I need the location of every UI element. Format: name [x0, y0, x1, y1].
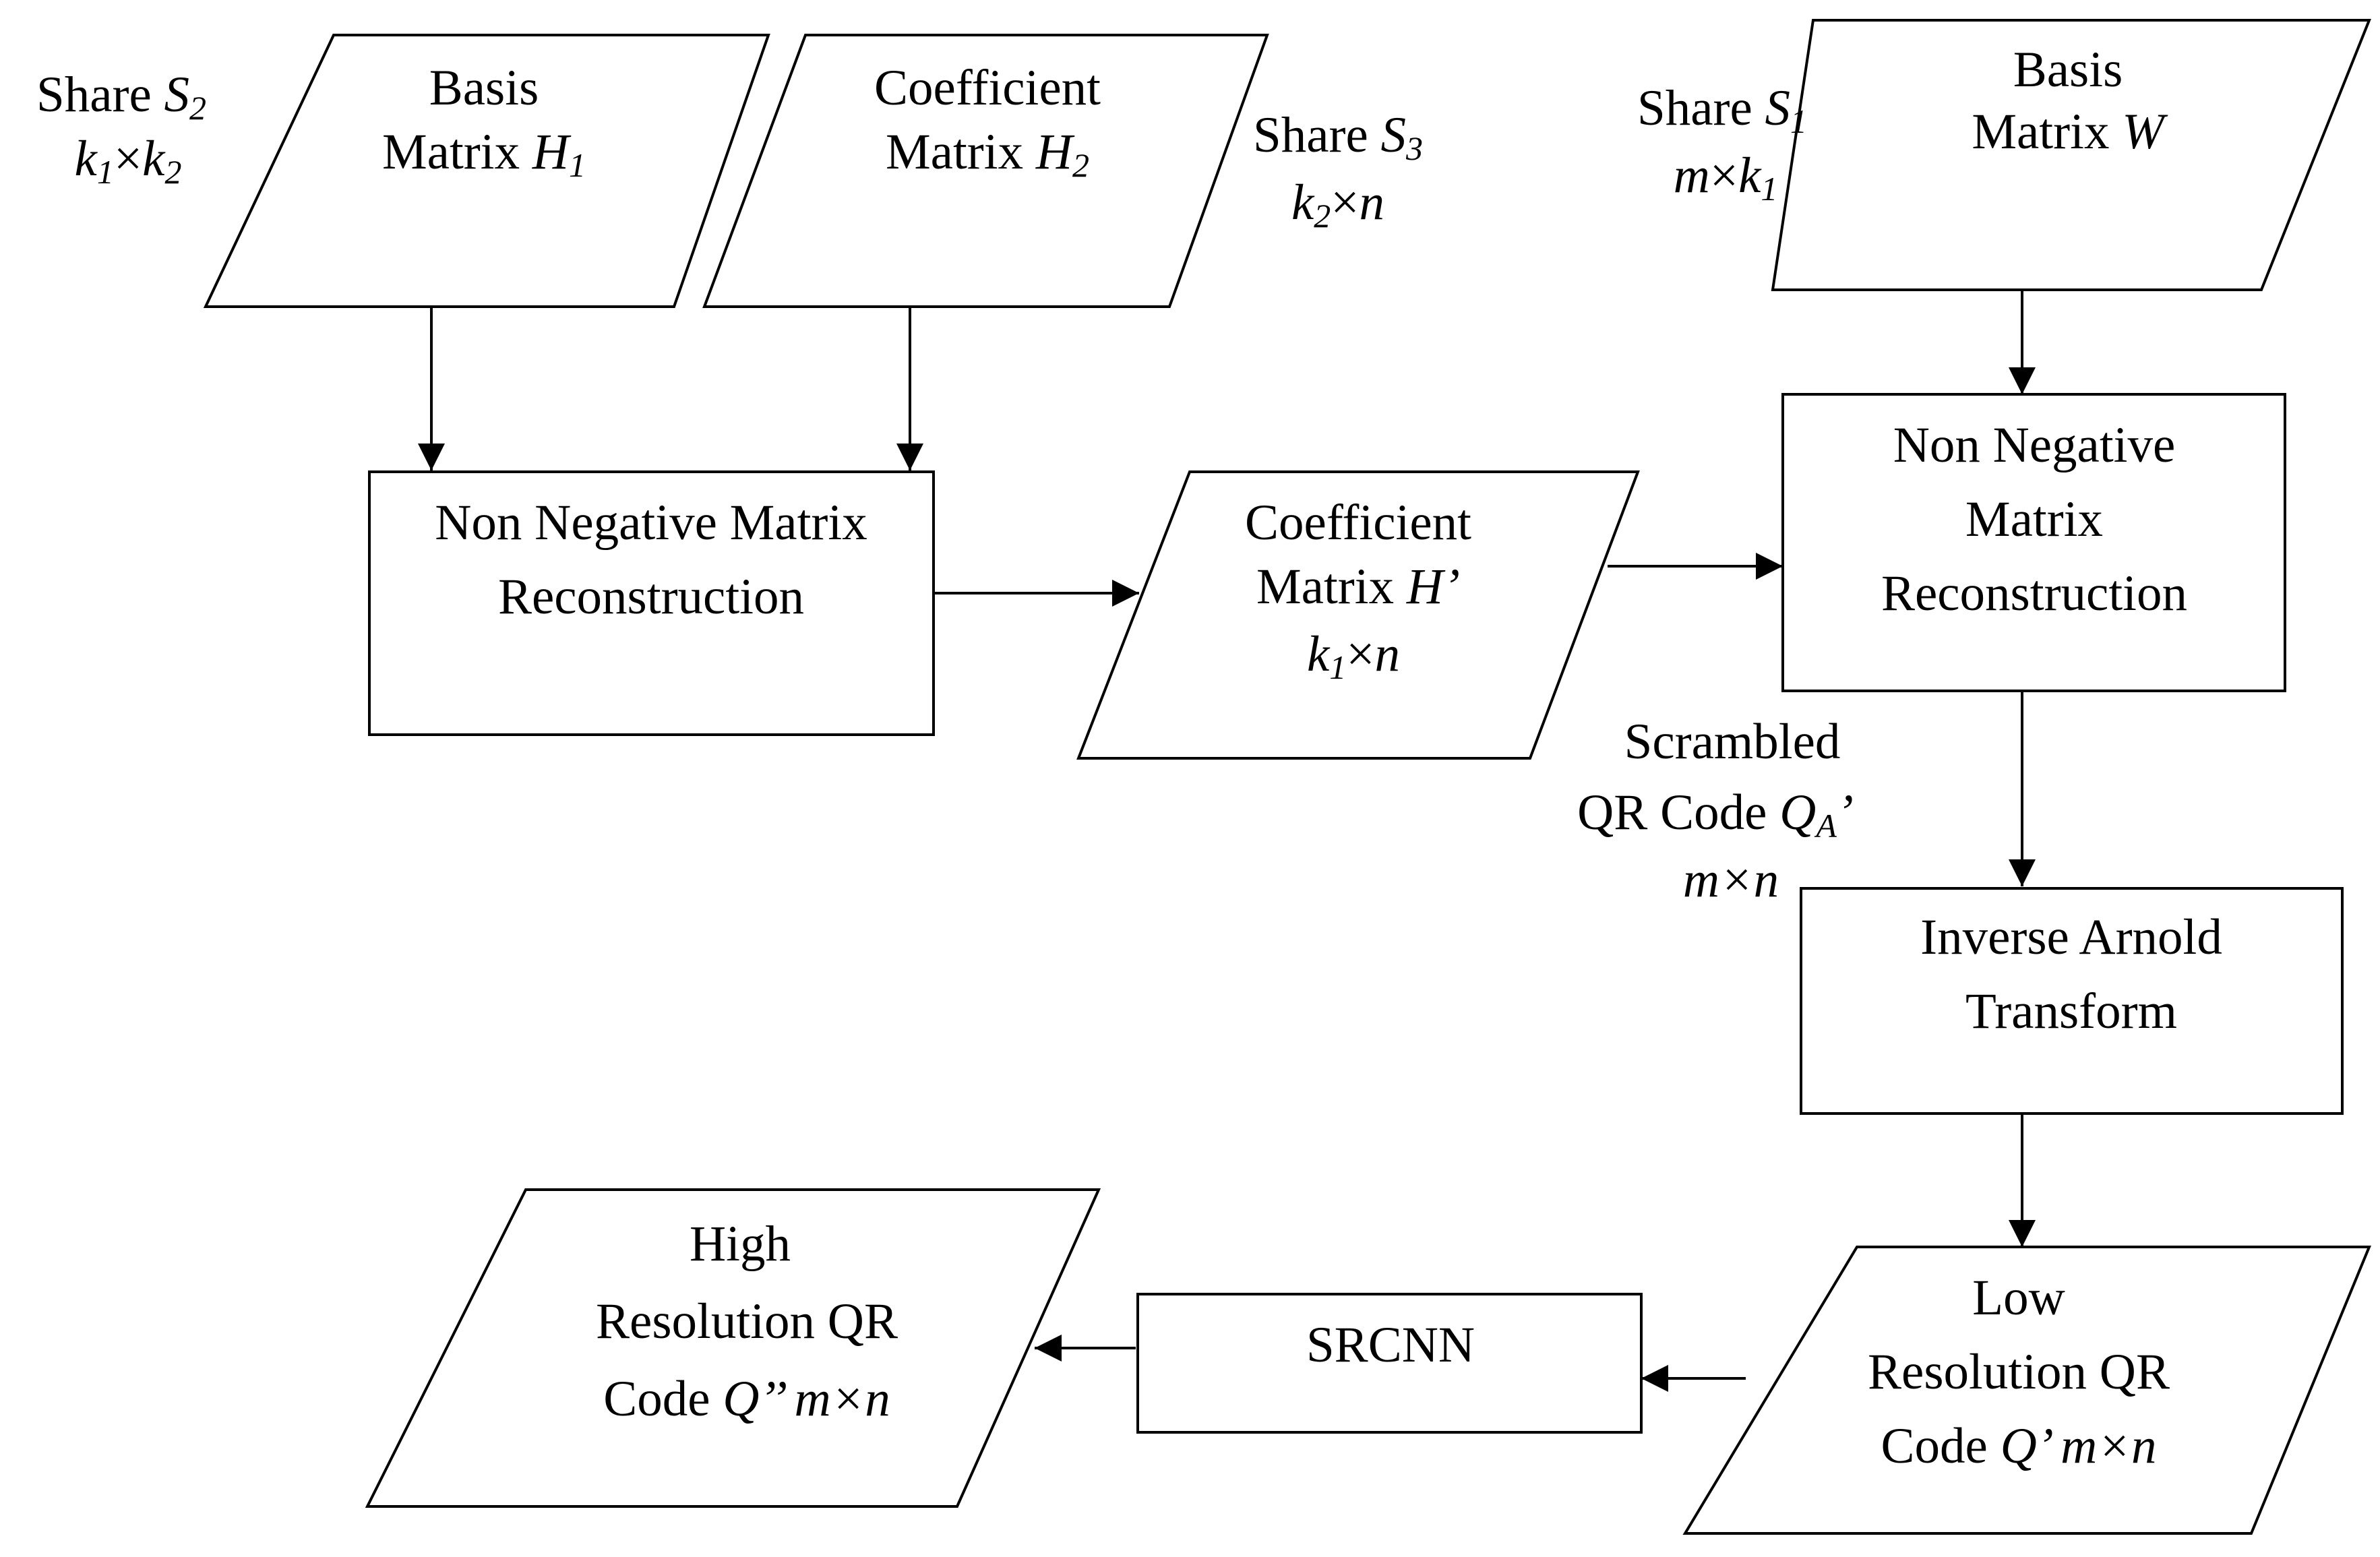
low-resolution-qr-line2: Resolution QR: [1868, 1344, 2170, 1400]
inverse-arnold-shape: [1800, 887, 2344, 1115]
share-s3-dim: k2×n: [1291, 175, 1384, 235]
inverse-arnold-line2: Transform: [1965, 983, 2177, 1039]
high-resolution-qr-shape: [365, 1188, 1101, 1508]
nmr-left-node: Non Negative Matrix Reconstruction: [368, 470, 935, 736]
basis-matrix-w-line2: Matrix W: [1972, 104, 2168, 160]
scrambled-qr-line1: Scrambled: [1624, 714, 1841, 770]
nmr-right-shape: [1781, 393, 2286, 692]
inverse-arnold-line1: Inverse Arnold: [1920, 909, 2222, 965]
scrambled-qr-annotation: Scrambled QR Code QA’ m×n: [1577, 714, 1854, 908]
coefficient-matrix-h2-line2: Matrix H2: [886, 124, 1089, 184]
nmr-right-node: Non Negative Matrix Reconstruction: [1781, 393, 2286, 692]
low-resolution-qr-line3: Code Q’ m×n: [1881, 1418, 2157, 1474]
scrambled-qr-line2: QR Code QA’: [1577, 785, 1854, 845]
low-resolution-qr-line1: Low: [1972, 1270, 2065, 1326]
coefficient-matrix-h2-line1: Coefficient: [874, 60, 1101, 116]
basis-matrix-w-shape: [1771, 19, 2371, 291]
scrambled-qr-dim: m×n: [1683, 852, 1779, 908]
nmr-right-line3: Reconstruction: [1881, 566, 2187, 621]
high-resolution-qr-line3: Code Q’’ m×n: [603, 1371, 890, 1427]
srcnn-label: SRCNN: [1306, 1317, 1475, 1373]
high-resolution-qr-node: High Resolution QR Code Q’’ m×n: [365, 1188, 1101, 1508]
high-resolution-qr-line2: Resolution QR: [596, 1293, 898, 1349]
srcnn-node: SRCNN: [1136, 1293, 1643, 1434]
coefficient-matrix-hprime-dim: k1×n: [1307, 626, 1400, 686]
coefficient-matrix-hprime-node: Coefficient Matrix H’ k1×n: [1076, 470, 1640, 760]
coefficient-matrix-hprime-line1: Coefficient: [1245, 495, 1471, 551]
nmr-right-line2: Matrix: [1965, 491, 2103, 547]
high-resolution-qr-line1: High: [690, 1216, 791, 1272]
coefficient-matrix-h2-node: Coefficient Matrix H2: [702, 34, 1269, 308]
basis-matrix-h1-node: Basis Matrix H1: [203, 34, 770, 308]
nmr-right-line1: Non Negative: [1893, 417, 2176, 473]
basis-matrix-h1-line2: Matrix H1: [382, 124, 586, 184]
basis-matrix-w-line1: Basis: [2013, 42, 2123, 98]
nmr-left-shape: [368, 470, 935, 736]
basis-matrix-w-node: Basis Matrix W: [1771, 19, 2371, 291]
inverse-arnold-node: Inverse Arnold Transform: [1800, 887, 2344, 1115]
basis-matrix-h1-shape: [203, 34, 770, 308]
low-resolution-qr-node: Low Resolution QR Code Q’ m×n: [1682, 1246, 2371, 1535]
nmr-left-line1: Non Negative Matrix: [435, 495, 867, 551]
share-s2-annotation: Share S2 k1×k2: [36, 67, 206, 191]
share-s3-annotation: Share S3 k2×n: [1253, 107, 1423, 235]
share-s1-annotation: Share S1 m×k1: [1637, 80, 1807, 208]
low-resolution-qr-shape: [1682, 1246, 2371, 1535]
share-s1-title: Share S1: [1637, 80, 1807, 140]
nmr-left-line2: Reconstruction: [498, 569, 804, 625]
coefficient-matrix-hprime-shape: [1076, 470, 1640, 760]
share-s3-title: Share S3: [1253, 107, 1423, 167]
share-s2-dim: k1×k2: [75, 131, 182, 191]
share-s1-dim: m×k1: [1674, 148, 1778, 208]
coefficient-matrix-hprime-line2: Matrix H’: [1256, 559, 1460, 615]
coefficient-matrix-h2-shape: [702, 34, 1269, 308]
share-s2-title: Share S2: [36, 67, 206, 127]
basis-matrix-h1-line1: Basis: [429, 60, 539, 116]
srcnn-shape: [1136, 1293, 1643, 1434]
